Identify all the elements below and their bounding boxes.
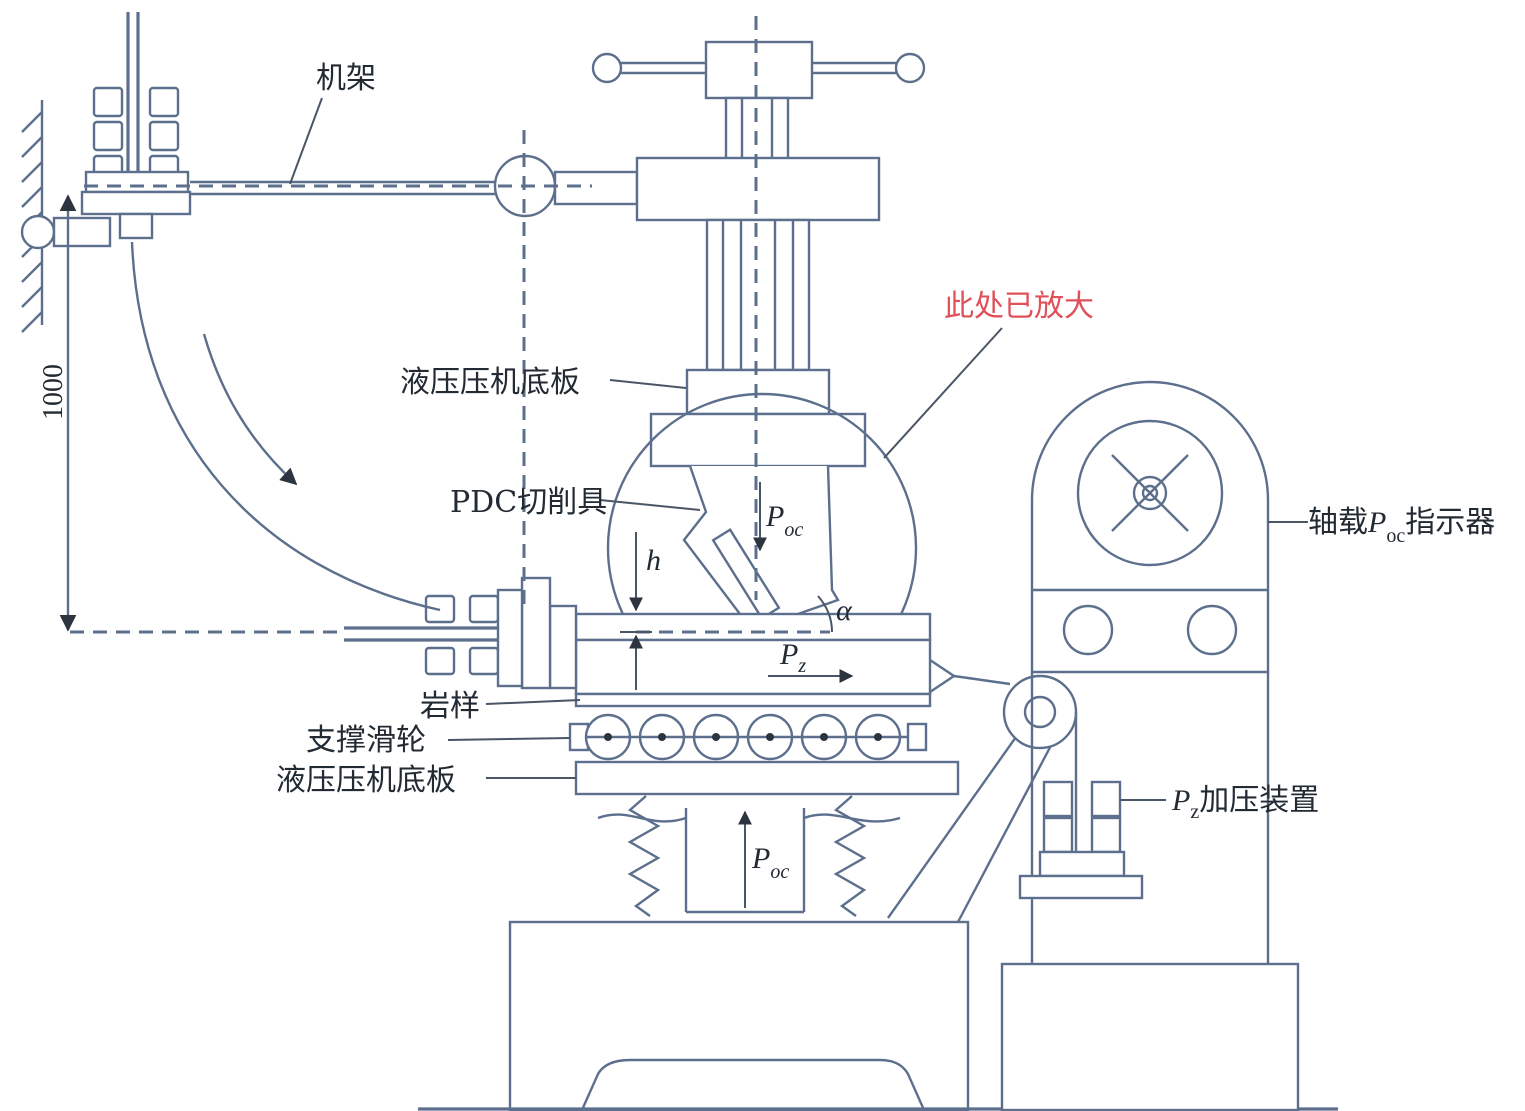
pendulum-hub [80, 12, 192, 240]
label-rock-sample: 岩样 [420, 689, 480, 724]
label-pdc-cutter: PDC切削具 [450, 485, 607, 520]
force-arrows [620, 482, 854, 908]
press-base [418, 760, 1338, 1111]
screw-press [591, 40, 926, 468]
rock-sample-block [344, 576, 957, 708]
label-magnified: 此处已放大 [944, 289, 1094, 324]
symbol-h: h [646, 544, 661, 577]
dashed-lines [70, 16, 830, 634]
symbol-alpha: α [836, 594, 853, 627]
label-pz-device: Pz加压装置 [1171, 783, 1319, 823]
label-support-pulley: 支撑滑轮 [306, 723, 426, 758]
support-pulleys [568, 713, 928, 761]
label-frame: 机架 [316, 61, 376, 96]
indicator-tower [1000, 380, 1300, 1111]
label-axial-indicator: 轴载Poc指示器 [1308, 505, 1495, 547]
dimension-1000: 1000 [38, 364, 69, 420]
label-press-plate-top: 液压压机底板 [400, 365, 580, 400]
leader-lines [289, 97, 1308, 801]
pulley-arm [887, 674, 1078, 923]
label-press-plate-bottom: 液压压机底板 [276, 763, 456, 798]
symbol-pz: Pz [779, 638, 806, 677]
symbol-poc-lower: Poc [751, 842, 789, 883]
symbol-poc-upper: Poc [765, 500, 803, 541]
swing-trajectory [59, 194, 441, 632]
